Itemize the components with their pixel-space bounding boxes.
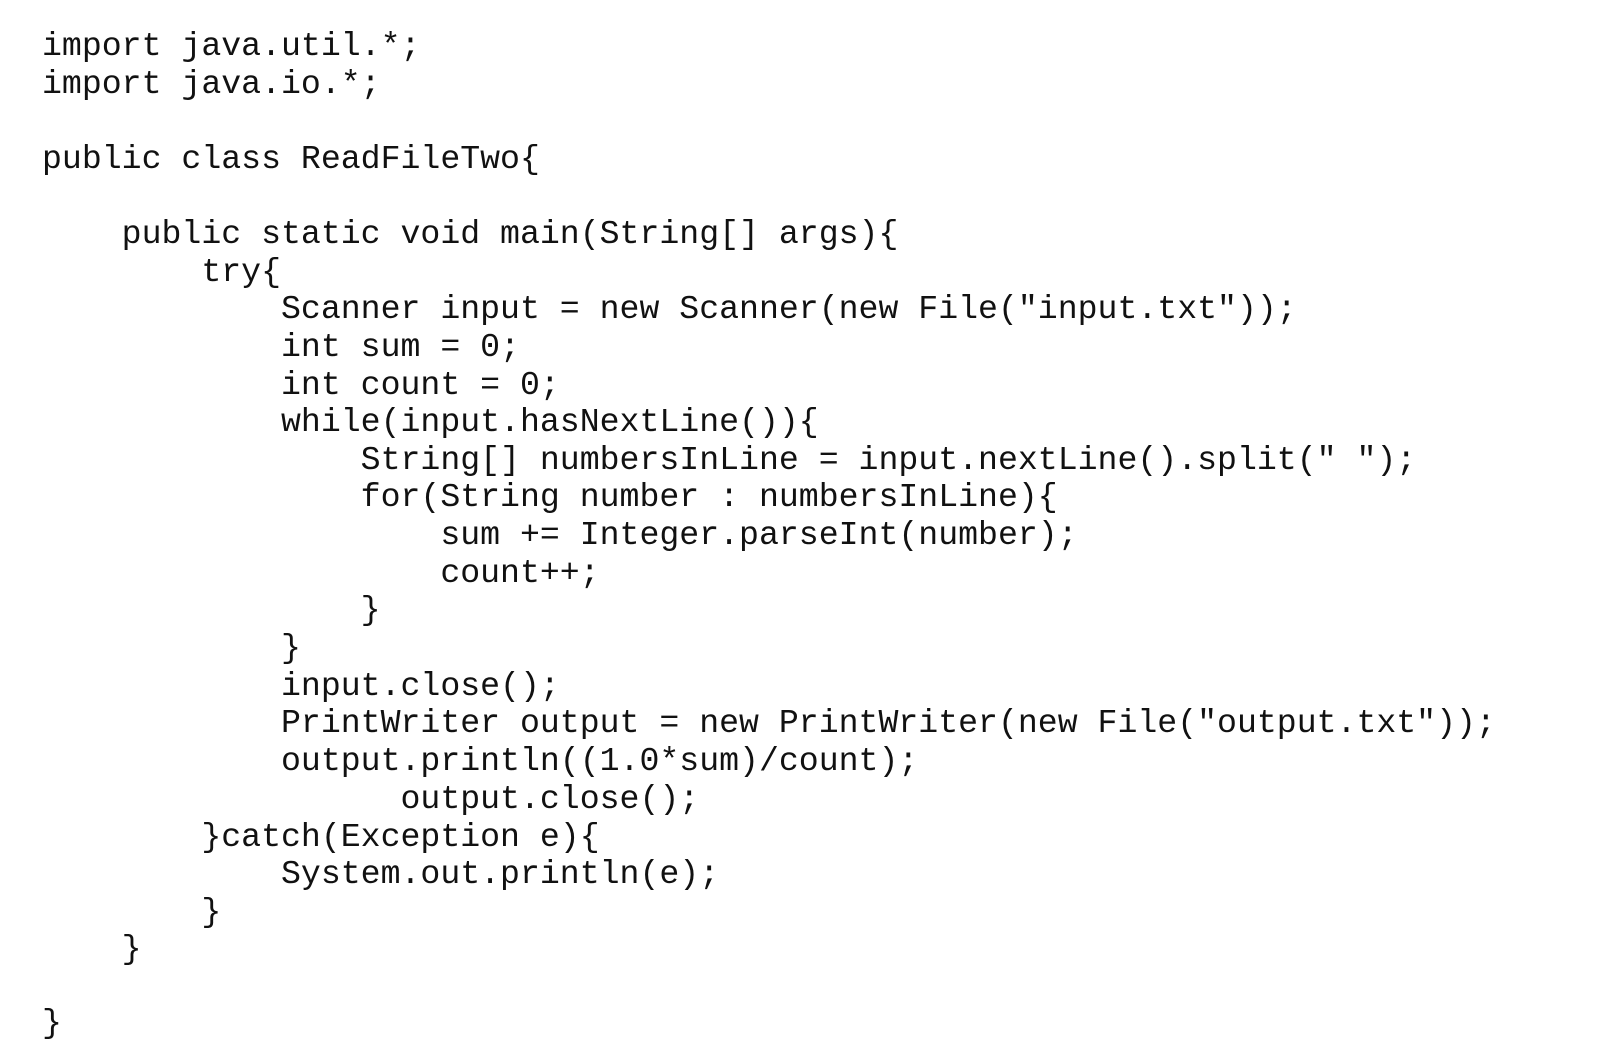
code-line-printwriter: PrintWriter output = new PrintWriter(new… [42, 704, 1496, 742]
code-line-split: String[] numbersInLine = input.nextLine(… [42, 441, 1417, 479]
code-line-int-count: int count = 0; [42, 366, 560, 404]
code-line-method-close: } [42, 930, 142, 968]
code-line-try: try{ [42, 253, 281, 291]
code-line-while-close: } [42, 629, 301, 667]
code-line-main-method: public static void main(String[] args){ [42, 215, 899, 253]
code-line-catch: }catch(Exception e){ [42, 818, 600, 856]
code-line-class-close: } [42, 1004, 62, 1042]
code-line-input-close: input.close(); [42, 667, 560, 705]
code-line-for-close: } [42, 591, 381, 629]
code-line-sum-add: sum += Integer.parseInt(number); [42, 516, 1078, 554]
code-line-class-declaration: public class ReadFileTwo{ [42, 140, 540, 178]
code-line-for: for(String number : numbersInLine){ [42, 478, 1058, 516]
code-line-catch-close: } [42, 893, 222, 931]
code-line-scanner: Scanner input = new Scanner(new File("in… [42, 290, 1297, 328]
code-line-count-increment: count++; [42, 554, 600, 592]
code-line-while: while(input.hasNextLine()){ [42, 403, 819, 441]
code-line-int-sum: int sum = 0; [42, 328, 520, 366]
code-line-output-println: output.println((1.0*sum)/count); [42, 742, 919, 780]
code-line-output-close: output.close(); [42, 780, 700, 818]
code-line-system-out: System.out.println(e); [42, 855, 720, 893]
code-line-import-util: import java.util.*; [42, 27, 421, 65]
code-line-import-io: import java.io.*; [42, 65, 381, 103]
